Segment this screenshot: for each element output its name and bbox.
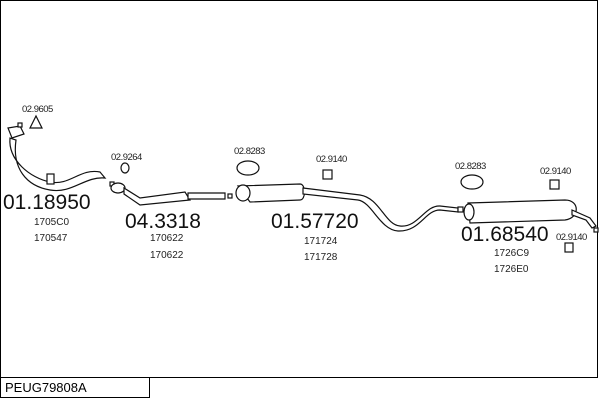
accessory-label: 02.9140: [556, 232, 587, 243]
part-ref: 1726E0: [494, 264, 529, 275]
hanger-icon-3[interactable]: [564, 242, 574, 253]
part-ref: 1705C0: [34, 217, 69, 228]
part-ref: 1726C9: [494, 248, 529, 259]
part-ref: 170622: [150, 233, 184, 244]
clamp-icon-1[interactable]: [236, 160, 260, 176]
ring-gasket-icon[interactable]: [120, 162, 130, 174]
part-number: 01.18950: [3, 191, 91, 214]
accessory-label: 02.8283: [234, 146, 265, 157]
accessory-label: 02.9140: [316, 154, 347, 165]
diagram-code: PEUG79808A: [0, 377, 150, 398]
part-ref: 170547: [34, 233, 68, 244]
catalytic-converter[interactable]: [109, 181, 233, 206]
hanger-icon-2[interactable]: [549, 179, 560, 190]
rear-silencer[interactable]: [457, 199, 599, 233]
part-number: 04.3318: [125, 210, 201, 233]
diagram-frame: [0, 0, 598, 378]
part-number: 01.68540: [461, 223, 549, 246]
accessory-label: 02.9264: [111, 152, 142, 163]
front-pipe[interactable]: [7, 122, 107, 192]
part-ref: 171724: [304, 236, 338, 247]
part-ref: 170622: [150, 250, 184, 261]
gasket-icon[interactable]: [29, 114, 43, 129]
hanger-icon-1[interactable]: [322, 169, 333, 180]
accessory-label: 02.9605: [22, 104, 53, 115]
clamp-icon-2[interactable]: [460, 174, 484, 190]
part-number: 01.57720: [271, 210, 359, 233]
accessory-label: 02.9140: [540, 166, 571, 177]
accessory-label: 02.8283: [455, 161, 486, 172]
part-ref: 171728: [304, 252, 338, 263]
